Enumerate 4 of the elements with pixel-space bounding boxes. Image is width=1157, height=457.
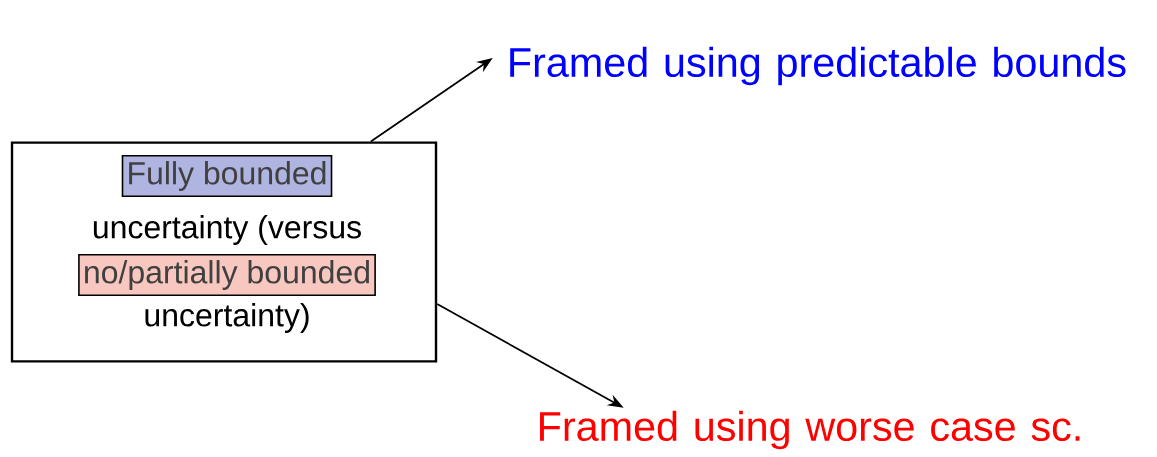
outcome-label: Framed using worse case sc. — [540, 410, 1080, 450]
highlight-box: no/partially bounded — [78, 253, 376, 297]
highlight-box: Fully bounded — [121, 154, 333, 198]
outcome-label: Framed using predictable bounds — [510, 46, 1126, 86]
